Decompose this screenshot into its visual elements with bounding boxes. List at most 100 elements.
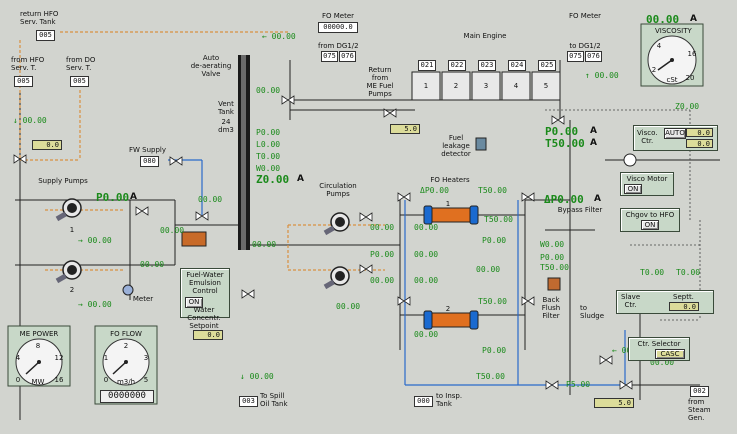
- circ-p: P0.00: [370, 250, 395, 259]
- from-dg-label: from DG1/2: [318, 42, 359, 50]
- septt-value[interactable]: 0.0: [669, 302, 699, 311]
- viscosity-scale-16: 16: [687, 50, 697, 58]
- ctr-selector-panel: Ctr. Selector CASC: [628, 337, 690, 361]
- from-do-id[interactable]: 005: [70, 76, 89, 87]
- valve-icon: [13, 154, 27, 164]
- vent-flow: 00.00: [256, 86, 281, 95]
- from-steam-label: from Steam Gen.: [688, 398, 711, 422]
- fo-heater-1: [423, 205, 479, 225]
- valve-icon: [521, 192, 535, 202]
- heater-t-top2: T50.00: [484, 215, 513, 224]
- vent-z: Z0.00: [256, 173, 290, 186]
- heater-p-mid: P0.00: [482, 236, 507, 245]
- bottom-setpoint[interactable]: 5.0: [594, 398, 634, 408]
- supply-pumps-label: Supply Pumps: [38, 177, 88, 185]
- circ-flow-1: 00.00: [370, 223, 395, 232]
- heater-id-1: 1: [445, 200, 451, 208]
- engine-id-4[interactable]: 024: [508, 60, 526, 71]
- fo-scale-2: 2: [123, 342, 129, 350]
- engine-cyl-2: 2: [453, 82, 459, 90]
- to-dg-label: to DG1/2: [569, 42, 601, 50]
- from-dg-id-1[interactable]: 075: [321, 51, 338, 62]
- fo-scale-0: 0: [103, 376, 109, 384]
- fw-flow-1: 00.00: [198, 195, 223, 204]
- heater-id-2: 2: [445, 305, 451, 313]
- to-dg-id-1[interactable]: 075: [567, 51, 584, 62]
- emulsion-on-button[interactable]: ON: [185, 297, 203, 308]
- fo-flow-counter: 0000000: [100, 390, 154, 403]
- engine-id-5[interactable]: 025: [538, 60, 556, 71]
- engine-cyl-1: 1: [423, 82, 429, 90]
- circulation-pump-2: [323, 266, 350, 290]
- slave-ctr-panel: Slave Ctr. Septt. 0.0: [616, 290, 714, 314]
- insp-id[interactable]: 000: [414, 396, 433, 407]
- vent-tank-label: Vent Tank: [218, 100, 234, 116]
- return-hfo-id[interactable]: 005: [36, 30, 55, 41]
- fo-flow-title: FO FLOW: [110, 330, 142, 338]
- valve-icon: [135, 206, 149, 216]
- circulation-pump-1: [323, 212, 350, 236]
- viscosity-unit-cst: cSt: [666, 76, 678, 84]
- fo-flow-unit: m3/h: [116, 378, 136, 386]
- me-scale-4: 4: [15, 354, 21, 362]
- to-dg-id-2[interactable]: 076: [585, 51, 602, 62]
- me-scale-0: 0: [15, 376, 21, 384]
- fo-scale-1: 1: [103, 354, 109, 362]
- visco-motor-icon: [623, 153, 637, 167]
- visco-setpoint-2[interactable]: 0.0: [686, 139, 713, 148]
- engine-id-2[interactable]: 022: [448, 60, 466, 71]
- heater-flow-4: 00.00: [476, 265, 501, 274]
- heater-p5: P5.00: [566, 380, 591, 389]
- valve-icon: [397, 296, 411, 306]
- visco-setpoint[interactable]: 0.0: [686, 128, 713, 137]
- circulation-title: Circulation Pumps: [319, 182, 357, 198]
- heater-t-top: T50.00: [478, 186, 507, 195]
- fo-meter-left-value: 00000.0: [318, 22, 358, 33]
- supply-pressure-unit: A: [130, 192, 137, 202]
- visco-ctr-panel: Visco. Ctr. AUTO 0.0 0.0: [633, 125, 718, 151]
- viscosity-scale-20: 20: [685, 74, 695, 82]
- engine-pressure-unit: A: [590, 126, 597, 136]
- valve-icon: [545, 380, 559, 390]
- fw-id[interactable]: 080: [140, 156, 159, 167]
- valve-icon: [195, 211, 209, 221]
- visco-motor-on-button[interactable]: ON: [624, 184, 642, 194]
- viscosity-title: VISCOSITY: [655, 27, 692, 35]
- heater-t-bottom-mid: T50.00: [478, 297, 507, 306]
- valve-icon: [521, 296, 535, 306]
- me-power-unit: MW: [31, 378, 45, 386]
- valve-icon: [383, 108, 397, 118]
- backflush-label: Back Flush Filter: [541, 296, 561, 320]
- bypass-filter-label: Bypass Filter: [557, 206, 603, 214]
- pump-flow-2: → 00.00: [78, 300, 112, 309]
- heater-p-bottom: P0.00: [482, 346, 507, 355]
- from-steam-id[interactable]: 002: [690, 386, 709, 397]
- engine-id-1[interactable]: 021: [418, 60, 436, 71]
- engine-temp-unit: A: [590, 138, 597, 148]
- from-dg-id-2[interactable]: 076: [339, 51, 356, 62]
- visco-ctr-label: Visco. Ctr.: [637, 129, 658, 145]
- visco-auto-button[interactable]: AUTO: [664, 128, 686, 139]
- engine-id-3[interactable]: 023: [478, 60, 496, 71]
- water-setpoint-value[interactable]: 0.0: [193, 330, 223, 340]
- main-engine: [411, 71, 561, 101]
- spill-id[interactable]: 003: [239, 396, 258, 407]
- ctr-selector-button[interactable]: CASC: [655, 349, 685, 359]
- vent-t: T0.00: [256, 152, 281, 161]
- to-sludge-label: to Sludge: [580, 304, 605, 320]
- valve-icon: [169, 156, 183, 166]
- engine-cyl-3: 3: [483, 82, 489, 90]
- pump-flow-1: → 00.00: [78, 236, 112, 245]
- bypass-t: T50.00: [540, 263, 569, 272]
- fo-scale-3: 3: [143, 354, 149, 362]
- visco-motor-label: Visco Motor: [626, 175, 668, 183]
- from-hfo-id[interactable]: 005: [14, 76, 33, 87]
- engine-setpoint[interactable]: 5.0: [390, 124, 420, 134]
- circ-flow: 00.00: [252, 240, 277, 249]
- vent-z-unit: A: [297, 174, 304, 184]
- chgov-on-button[interactable]: ON: [641, 220, 659, 230]
- supply-pump-2: [55, 260, 82, 284]
- supply-setpoint[interactable]: 0.0: [32, 140, 62, 150]
- fo-meter-right-label: FO Meter: [568, 12, 602, 20]
